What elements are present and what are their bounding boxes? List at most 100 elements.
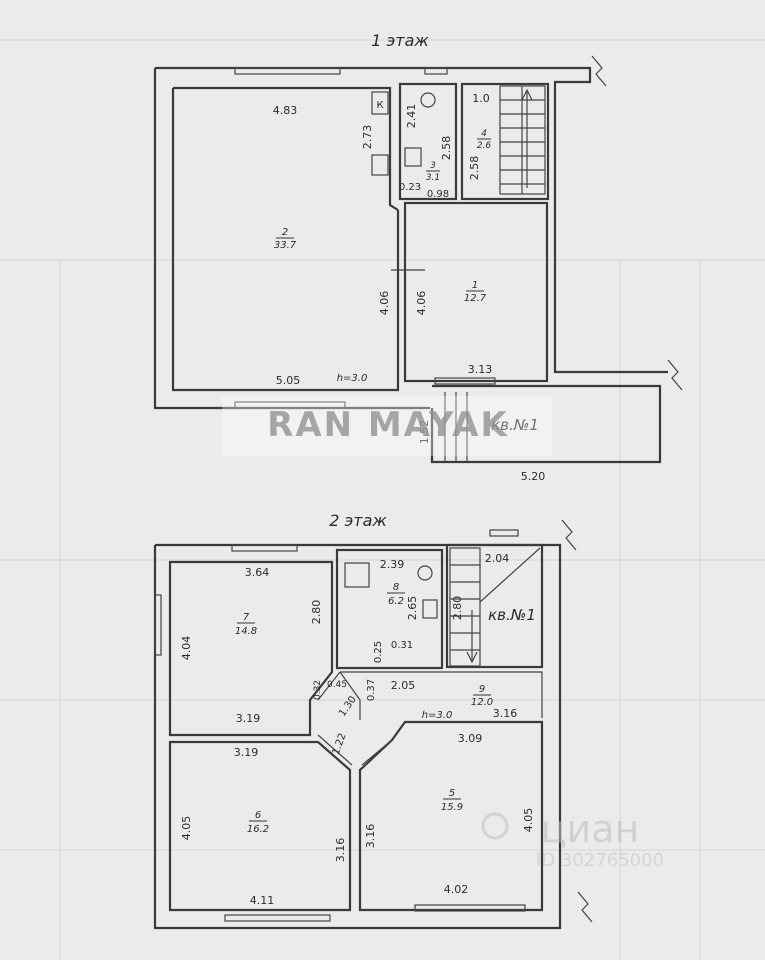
listing-watermark: циан ID 302765000	[481, 807, 664, 871]
room-3-walls	[398, 82, 458, 201]
stairs-down-arrow-icon	[466, 610, 478, 664]
dimension-label: 5.20	[521, 470, 546, 483]
dimension-label: 2.39	[380, 558, 405, 571]
room-area-4: 2.6	[477, 141, 492, 151]
room-area-3: 3.1	[426, 173, 440, 183]
dimension-label: 4.05	[180, 816, 193, 841]
first-floor-outer-wall-top	[155, 66, 668, 374]
break-mark-icon	[561, 519, 577, 551]
background-table-grid	[0, 39, 765, 960]
room-area-5: 15.9	[441, 802, 463, 813]
second-floor-dimensions: 3.64 2.80 4.04 3.19 2.39 2.65 0.25 0.31 …	[180, 552, 536, 907]
room-number-6: 6	[255, 810, 261, 821]
sink-icon	[404, 147, 422, 167]
room-area-2: 33.7	[274, 240, 297, 251]
room-area-8: 6.2	[388, 596, 404, 607]
dimension-label: 0.31	[391, 640, 413, 651]
boiler-icon	[371, 154, 389, 176]
dimension-label: 2.80	[310, 600, 323, 625]
room-number-7: 7	[243, 612, 250, 623]
dimension-label: 0.25	[373, 641, 384, 663]
first-floor-dimensions: 4.83 2.73 2.41 2.58 1.0 2.58 0.23 0.98 4…	[273, 92, 546, 483]
first-floor-room-labels: 2 33.7 1 12.7 3 3.1 4 2.6	[274, 129, 492, 304]
room-area-1: 12.7	[464, 293, 487, 304]
dimension-label: 1.52	[418, 420, 431, 445]
dimension-label: 3.16	[334, 838, 347, 863]
dimension-label: 3.16	[364, 824, 377, 849]
dimension-label: 0.23	[399, 182, 421, 193]
room-number-2: 2	[282, 227, 288, 238]
room-1-walls	[403, 201, 549, 383]
second-floor-plan: 2 этаж	[153, 511, 593, 930]
stove-icon	[371, 91, 389, 115]
dimension-label: 4.04	[180, 636, 193, 661]
dimension-label: 4.05	[522, 808, 535, 833]
stove-mark: К	[376, 100, 383, 111]
dimension-label: 2.73	[361, 125, 374, 150]
second-floor-room-labels: 7 14.8 8 6.2 9 12.0 6 16.2 5 15.9	[235, 582, 493, 835]
dimension-label: 2.04	[485, 552, 510, 565]
ceiling-height-note: h=3.0	[337, 373, 368, 384]
toilet-icon	[420, 92, 436, 108]
agency-watermark: RAN MAYAK	[222, 396, 552, 456]
agency-watermark-text: RAN MAYAK	[267, 405, 509, 445]
sink-icon	[422, 599, 438, 619]
room-number-1: 1	[472, 280, 478, 291]
dimension-label: 3.19	[234, 746, 259, 759]
room-number-5: 5	[449, 788, 455, 799]
room-number-4: 4	[481, 129, 487, 139]
room-2-walls	[171, 88, 400, 392]
room-9-hall-lines	[317, 671, 543, 720]
room-4-walls	[460, 82, 550, 201]
first-floor-stairs	[499, 85, 546, 195]
dimension-label: 2.80	[451, 596, 464, 621]
second-floor-fixtures	[344, 562, 438, 619]
break-mark-icon	[577, 891, 593, 923]
second-floor-windows	[154, 529, 526, 922]
dimension-label: 2.41	[405, 104, 418, 129]
dimension-label: 1.0	[472, 92, 490, 105]
first-floor-title: 1 этаж	[371, 31, 429, 50]
room-area-9: 12.0	[471, 697, 493, 708]
first-floor-windows	[234, 67, 496, 409]
room-number-9: 9	[479, 684, 485, 695]
dimension-label: 0.45	[327, 680, 347, 690]
room-area-7: 14.8	[235, 626, 257, 637]
first-floor-fixtures: К	[371, 91, 436, 176]
dimension-label: 3.13	[468, 363, 493, 376]
second-floor-stair-room	[445, 543, 544, 669]
room-8-walls	[335, 548, 444, 670]
dimension-label: 2.58	[468, 156, 481, 181]
room-number-8: 8	[393, 582, 399, 593]
second-floor-title: 2 этаж	[329, 511, 387, 530]
apartment-label: кв.№1	[488, 606, 536, 624]
dimension-label: 5.05	[276, 374, 301, 387]
room-6-walls	[168, 740, 352, 912]
room-area-6: 16.2	[247, 824, 269, 835]
dimension-label: 3.64	[245, 566, 270, 579]
listing-site-watermark: циан	[541, 807, 640, 851]
porch-outline	[430, 384, 662, 464]
dimension-label: 4.06	[415, 291, 428, 316]
dimension-label: 4.11	[250, 894, 275, 907]
listing-id-watermark: ID 302765000	[536, 850, 664, 871]
cian-logo-icon	[481, 812, 509, 840]
dimension-label: 2.05	[391, 679, 416, 692]
dimension-label: 0.32	[313, 680, 323, 700]
dimension-label: 2.65	[406, 596, 419, 621]
porch-steps	[444, 392, 468, 462]
room-number-3: 3	[430, 161, 436, 171]
dimension-label: 0.37	[366, 679, 377, 701]
stairs-up-arrow-icon	[521, 88, 533, 188]
dimension-label: 4.83	[273, 104, 298, 117]
break-mark-icon	[667, 359, 683, 391]
dimension-label: 4.06	[378, 291, 391, 316]
dimension-label: 3.16	[493, 707, 518, 720]
dimension-label: 4.02	[444, 883, 469, 896]
dimension-label: 0.98	[427, 189, 449, 200]
ceiling-height-note: h=3.0	[422, 710, 453, 721]
room-2-top-wall	[173, 86, 399, 211]
apartment-label: кв.№1	[491, 416, 539, 434]
dimension-label: 3.09	[458, 732, 483, 745]
